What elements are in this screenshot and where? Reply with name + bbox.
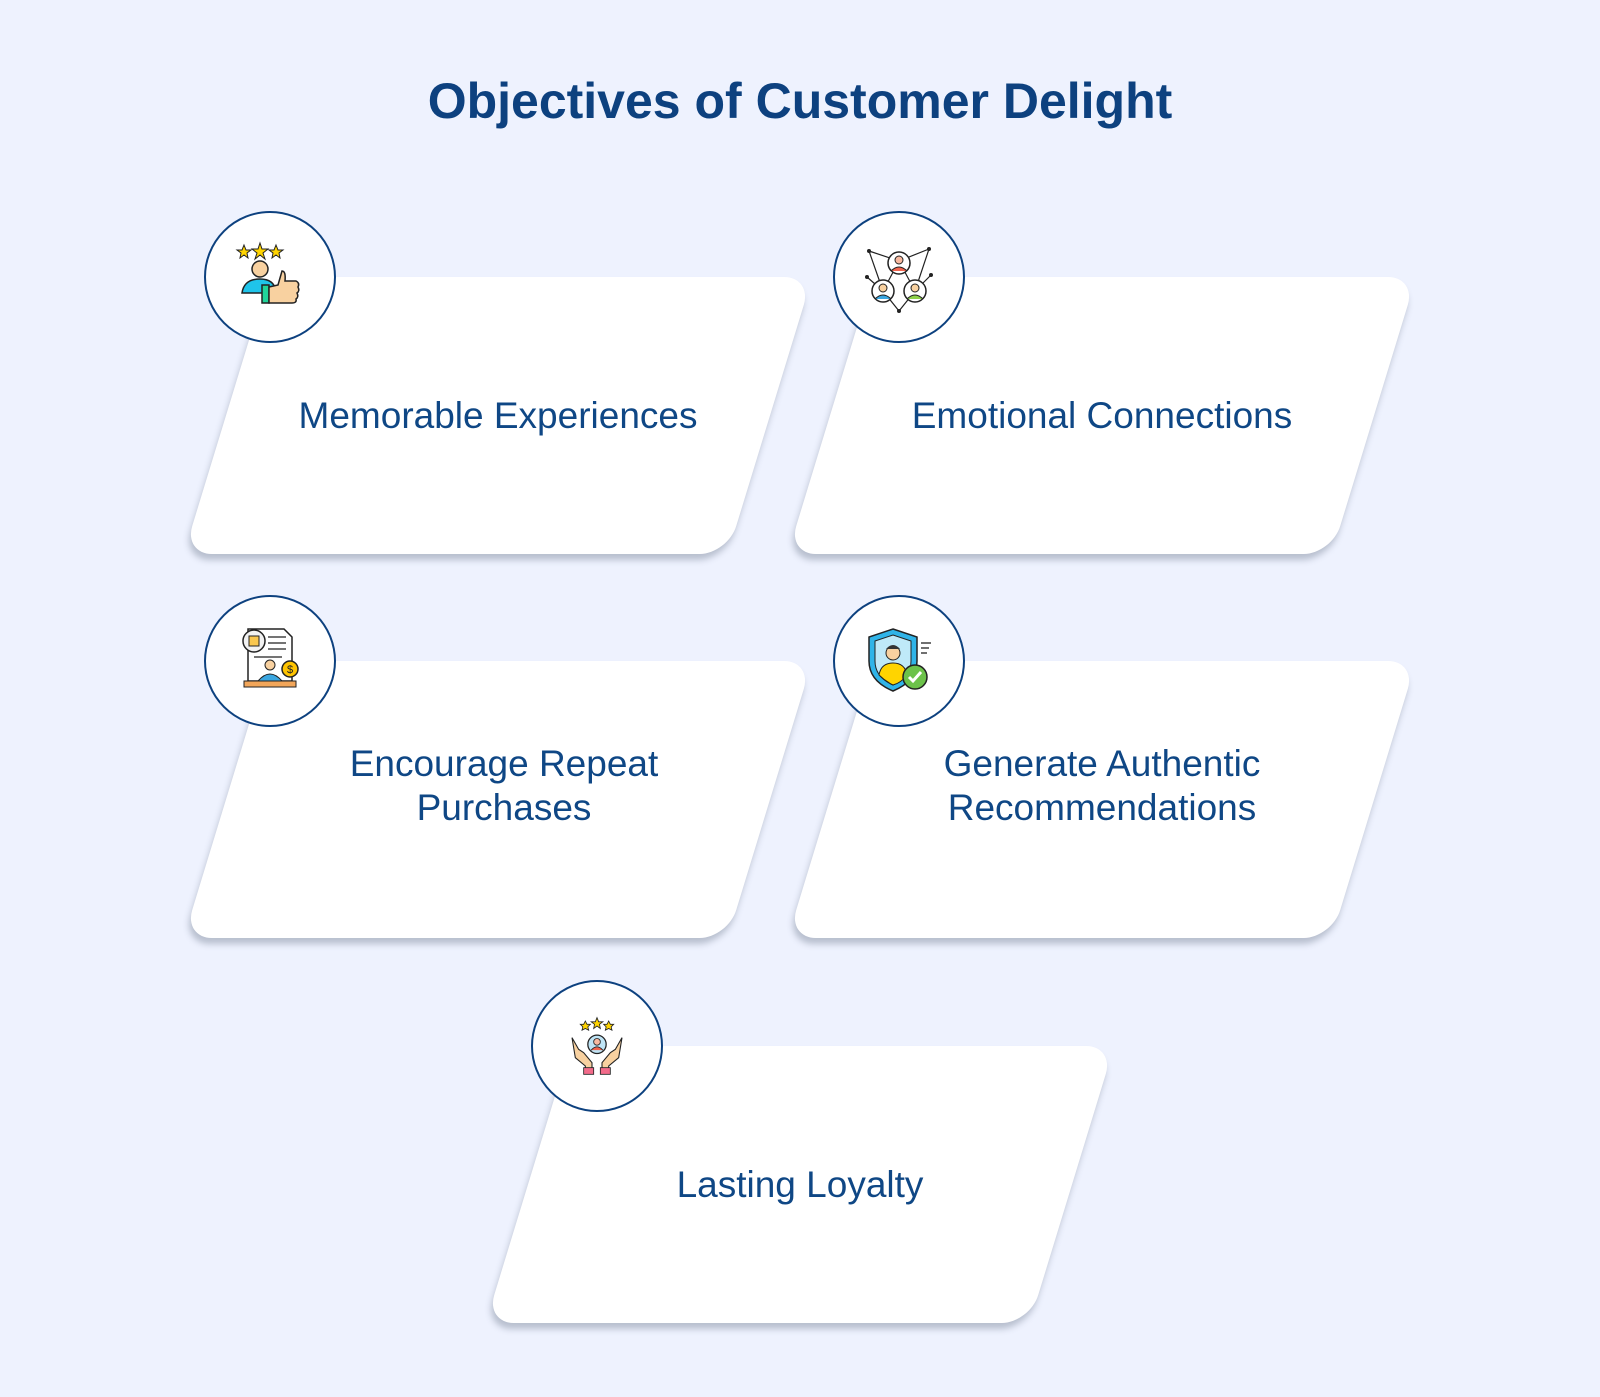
objective-label: Generate Authentic Recommendations [943, 743, 1261, 828]
objective-label: Emotional Connections [911, 395, 1293, 436]
icon-circle [204, 211, 336, 343]
network-people-icon [865, 247, 933, 313]
svg-text:$: $ [287, 664, 293, 676]
icon-circle [833, 211, 965, 343]
hands-customer-icon [571, 1016, 623, 1075]
icon-circle [531, 980, 663, 1112]
thumbs-up-rating-icon [235, 241, 300, 304]
objective-label: Lasting Loyalty [676, 1164, 924, 1205]
page-title: Objectives of Customer Delight [427, 73, 1173, 129]
icon-circle [833, 595, 965, 727]
receipt-purchase-icon: $ [242, 628, 299, 688]
objective-label: Encourage Repeat Purchases [349, 743, 659, 828]
shield-verified-user-icon [868, 628, 931, 692]
objective-label: Memorable Experiences [298, 395, 698, 436]
icon-circle: $ [204, 595, 336, 727]
